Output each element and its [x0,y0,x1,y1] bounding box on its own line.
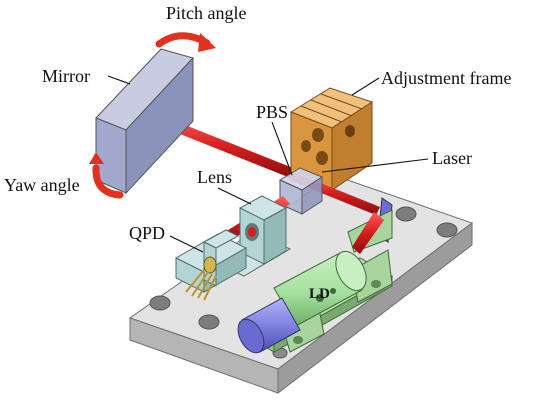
pitch-angle-label: Pitch angle [166,3,246,23]
laser-beam [155,115,298,179]
adjustment-frame-leader-line [351,77,380,96]
lens-label: Lens [197,167,232,187]
mirror-label: Mirror [42,66,90,86]
adjustment-frame [289,87,374,191]
pitch-rotation-arrow [155,32,216,52]
pbs-label: PBS [256,102,288,122]
laser-leader-line [321,158,429,173]
laser-label: Laser [432,148,472,168]
pbs-leader-line [271,121,293,176]
yaw-rotation-arrow [89,152,124,199]
qpd-pins [185,269,217,301]
ld-end-cap [237,297,301,354]
qpd-leader-line [169,235,204,253]
ld-label: LD [309,286,330,302]
base-holes [149,206,458,359]
mirror-leader-line [107,75,131,85]
laser-beam-return [352,212,384,254]
lens-leader-line [217,187,252,205]
yaw-angle-label: Yaw angle [4,175,80,195]
adjustment-frame-label: Adjustment frame [381,68,511,88]
mirror [95,48,194,195]
qpd-label: QPD [129,223,165,243]
